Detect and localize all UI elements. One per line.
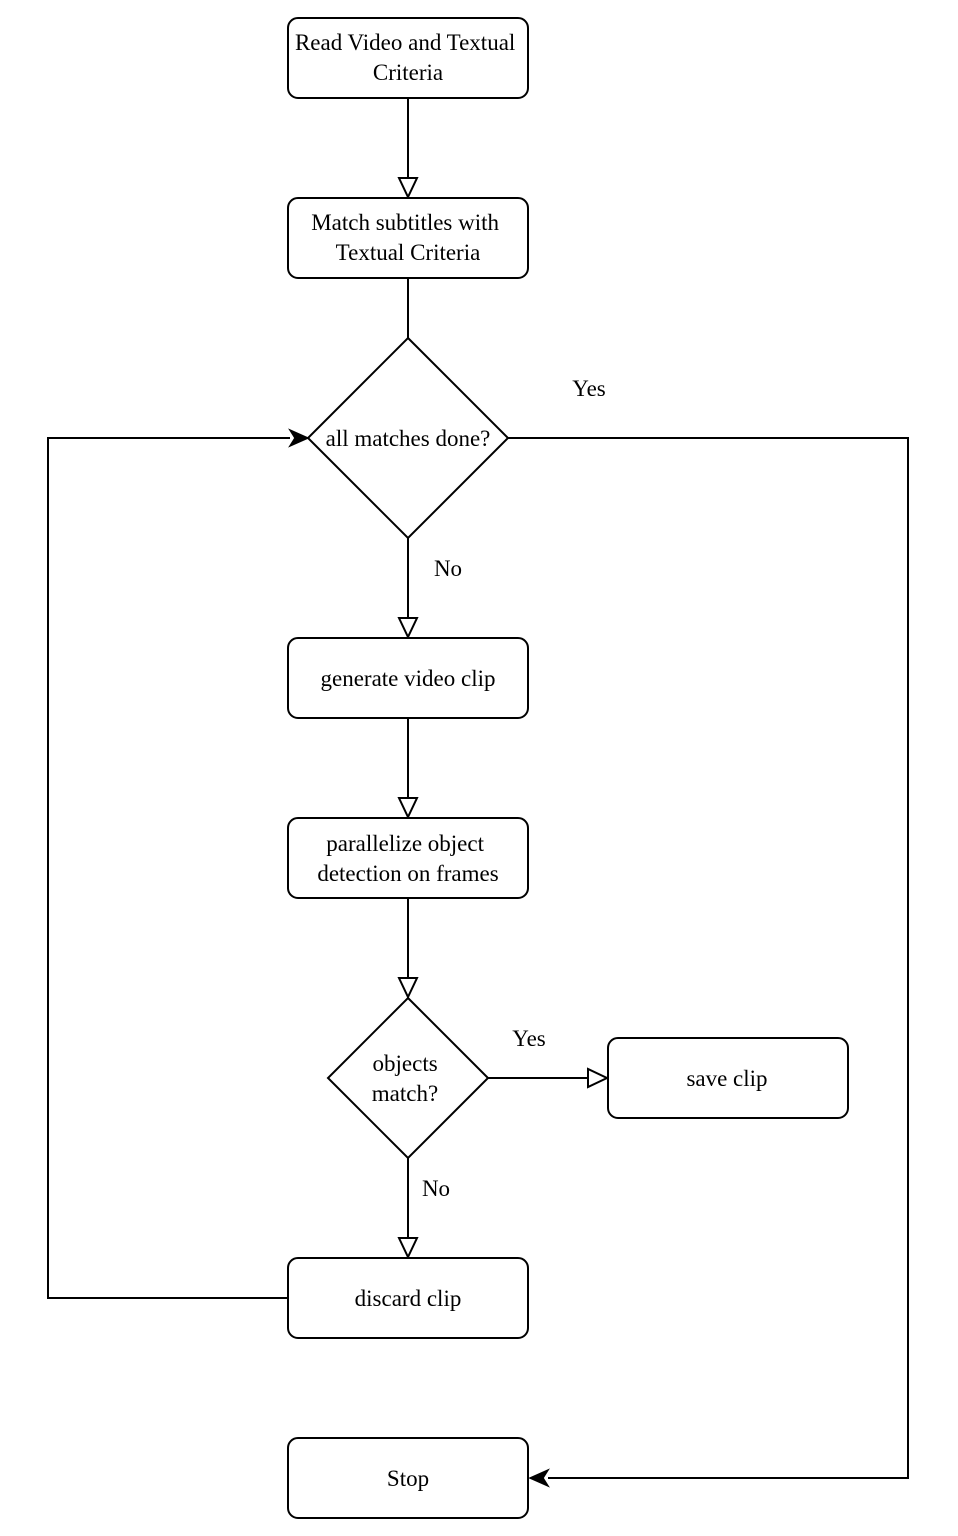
svg-text:discard clip: discard clip [355,1286,462,1311]
node-save-text: save clip [686,1066,767,1091]
node-generate-text: generate video clip [321,666,496,691]
edge-objects-match-no: No [397,1158,450,1260]
node-read-line-1: Read Video and Textual [295,30,515,55]
edge-discard-loop-back [47,428,310,1299]
node-parallelize-line-1: parallelize object [326,831,484,856]
edge-all-matches-done-yes: Yes [508,376,909,1488]
node-save-clip: save clip [607,1037,849,1119]
edge-parallelize-to-objects-match [397,898,419,1000]
node-match-line-1: Match subtitles with [311,210,499,235]
svg-text:Read Video and Textual C: Read Video and Textual Criteria [295,30,521,85]
edge-label-no: No [434,556,462,581]
edge-read-to-match [397,98,419,200]
edge-objects-match-yes: Yes [488,1026,610,1089]
node-discard-clip: discard clip [287,1257,529,1339]
decision-all-matches-done: all matches done? [306,336,510,540]
node-stop: Stop [287,1437,529,1519]
node-discard-text: discard clip [355,1286,462,1311]
node-parallelize-object-detection: parallelize object detection on frames [287,817,529,899]
svg-text:Stop: Stop [387,1466,429,1491]
decision-objects-match: objects match? [326,996,490,1160]
svg-text:save clip: save clip [686,1066,767,1091]
decision-objects-match-line-1: objects [373,1051,438,1076]
svg-text:all matches done?: all matches done? [326,426,491,451]
svg-text:generate video clip: generate video clip [321,666,496,691]
svg-text:objects match?: objects match? [372,1051,444,1106]
decision-all-matches-done-text: all matches done? [326,426,491,451]
edge-all-matches-done-no: No [397,538,462,640]
edge-generate-to-parallelize [397,718,419,820]
node-parallelize-line-2: detection on frames [317,861,498,886]
edge-label-no: No [422,1176,450,1201]
node-match-subtitles: Match subtitles with Textual Criteria [287,197,529,279]
node-read-video-and-textual-criteria: Read Video and Textual Criteria [287,17,529,99]
decision-objects-match-line-2: match? [372,1081,438,1106]
node-read-line-2: Criteria [373,60,443,85]
node-stop-text: Stop [387,1466,429,1491]
svg-text:Match subtitles with Tex: Match subtitles with Textual Criteria [311,210,505,265]
edge-label-yes: Yes [512,1026,546,1051]
node-match-line-2: Textual Criteria [336,240,481,265]
svg-text:parallelize object detec: parallelize object detection on frames [317,831,498,886]
node-generate-video-clip: generate video clip [287,637,529,719]
edge-label-yes: Yes [572,376,606,401]
